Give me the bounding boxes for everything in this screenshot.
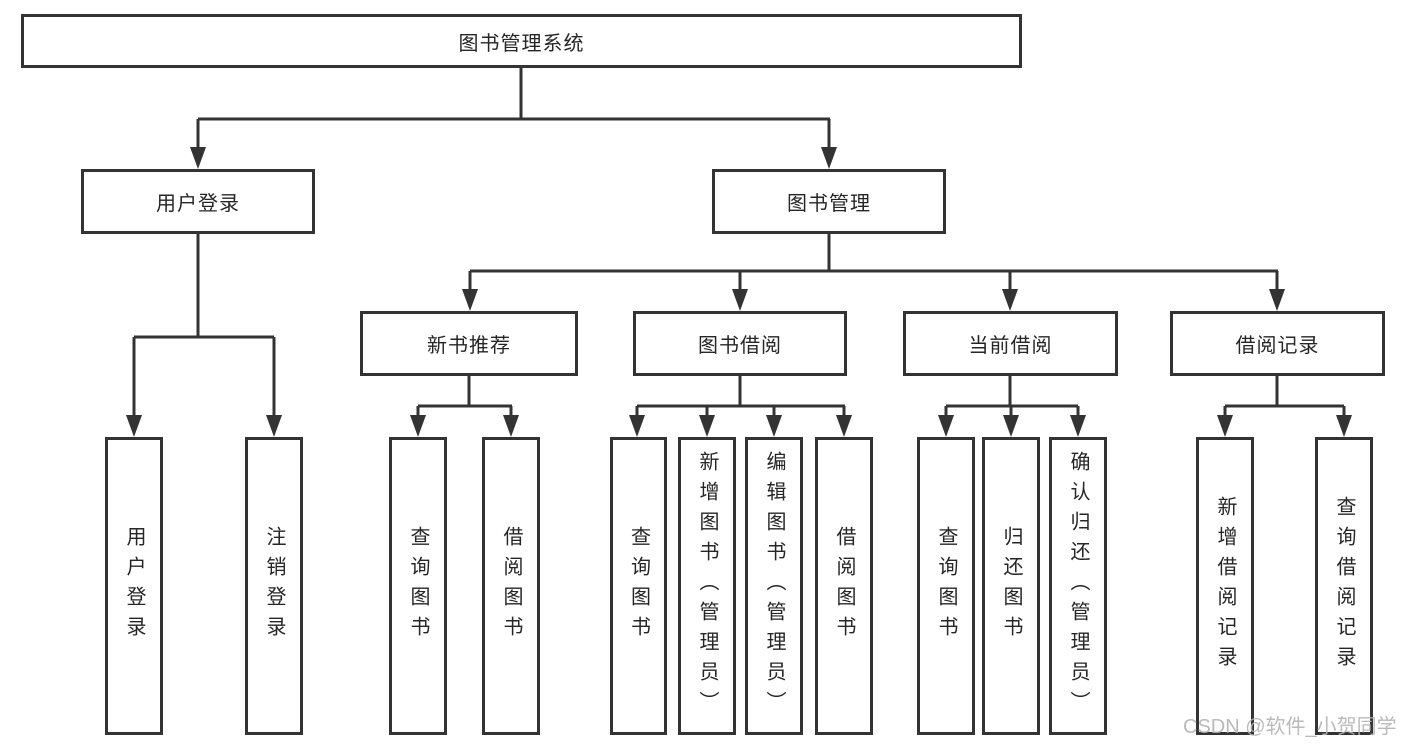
connector-user-login-bus <box>134 335 274 339</box>
connector-current-borrow-trunk <box>1008 376 1012 407</box>
arrow-down-icon <box>503 415 519 437</box>
leaf-label: 借阅图书 <box>500 526 522 646</box>
connector-drop-level3 <box>468 271 472 291</box>
connector-drop-leaf <box>635 406 639 418</box>
connector-drop-book-mgmt <box>827 119 831 150</box>
arrow-down-icon <box>938 415 954 437</box>
connector-drop-level3 <box>1275 271 1279 291</box>
connector-new-book-trunk <box>467 376 471 407</box>
leaf-label: 注销登录 <box>263 526 285 646</box>
connector-drop-leaf <box>772 406 776 418</box>
leaf-record-query-record: 查询借阅记录 <box>1315 437 1373 735</box>
node-user-login: 用户登录 <box>81 169 315 234</box>
node-new-book-rec: 新书推荐 <box>360 311 578 376</box>
node-root-label: 图书管理系统 <box>458 32 585 55</box>
arrow-down-icon <box>1217 415 1233 437</box>
leaf-label: 查询图书 <box>627 526 650 646</box>
node-root: 图书管理系统 <box>21 14 1022 68</box>
leaf-current-return-book: 归还图书 <box>982 437 1040 735</box>
connector-drop-user-login <box>196 119 200 150</box>
node-borrow-record-label: 借阅记录 <box>1235 335 1320 357</box>
leaf-current-confirm-return-admin: 确认归还（管理员） <box>1049 437 1107 735</box>
connector-drop-leaf <box>1342 406 1346 418</box>
connector-book-borrow-bus <box>637 404 845 408</box>
node-borrow-record: 借阅记录 <box>1170 311 1385 376</box>
arrow-down-icon <box>410 415 426 437</box>
connector-user-login-trunk <box>196 234 200 338</box>
connector-drop-level3 <box>738 271 742 291</box>
connector-borrow-record-trunk <box>1275 376 1279 407</box>
connector-book-mgmt-trunk <box>827 234 831 272</box>
leaf-label: 归还图书 <box>1000 526 1022 646</box>
leaf-label: 用户登录 <box>123 526 145 646</box>
arrow-down-icon <box>190 147 206 169</box>
arrow-down-icon <box>1269 289 1285 311</box>
leaf-user-login: 用户登录 <box>105 437 163 735</box>
leaf-label: 查询借阅记录 <box>1333 496 1355 676</box>
node-current-borrow: 当前借阅 <box>903 311 1118 376</box>
leaf-current-query-book: 查询图书 <box>917 437 975 735</box>
leaf-label: 确认归还（管理员） <box>1067 451 1089 721</box>
node-current-borrow-label: 当前借阅 <box>968 335 1053 357</box>
leaf-borrow-add-book-admin: 新增图书（管理员） <box>678 437 736 735</box>
leaf-borrow-query-book: 查询图书 <box>610 437 667 735</box>
arrow-down-icon <box>766 415 782 437</box>
arrow-down-icon <box>629 415 645 437</box>
connector-drop-leaf <box>1076 406 1080 418</box>
connector-drop-leaf <box>272 337 276 417</box>
leaf-borrow-borrow-book: 借阅图书 <box>815 437 873 735</box>
leaf-logout-login: 注销登录 <box>245 437 303 735</box>
connector-book-borrow-trunk <box>738 376 742 407</box>
node-book-mgmt: 图书管理 <box>712 169 946 234</box>
node-new-book-rec-label: 新书推荐 <box>427 335 511 357</box>
leaf-label: 编辑图书（管理员） <box>763 451 785 721</box>
connector-drop-leaf <box>1009 406 1013 418</box>
leaf-label: 查询图书 <box>935 526 957 646</box>
arrow-down-icon <box>699 415 715 437</box>
connector-drop-level3 <box>1008 271 1012 291</box>
connector-drop-leaf <box>509 406 513 418</box>
leaf-label: 借阅图书 <box>833 526 855 646</box>
leaf-label: 查询图书 <box>407 526 429 646</box>
arrow-down-icon <box>1070 415 1086 437</box>
arrow-down-icon <box>732 289 748 311</box>
leaf-newbook-query-book: 查询图书 <box>389 437 447 735</box>
leaf-label: 新增借阅记录 <box>1214 496 1236 676</box>
connector-new-book-bus <box>418 404 512 408</box>
node-user-login-label: 用户登录 <box>156 193 240 215</box>
watermark: CSDN @软件_小贺同学 <box>1183 716 1397 738</box>
leaf-label: 新增图书（管理员） <box>696 451 718 721</box>
connector-drop-leaf <box>842 406 846 418</box>
arrow-down-icon <box>836 415 852 437</box>
connector-level2-bus <box>198 117 830 121</box>
leaf-record-add-record: 新增借阅记录 <box>1196 437 1254 735</box>
arrow-down-icon <box>1003 415 1019 437</box>
connector-drop-leaf <box>1223 406 1227 418</box>
connector-drop-leaf <box>132 337 136 417</box>
connector-drop-leaf <box>705 406 709 418</box>
leaf-newbook-borrow-book: 借阅图书 <box>482 437 540 735</box>
leaf-borrow-edit-book-admin: 编辑图书（管理员） <box>745 437 803 735</box>
arrow-down-icon <box>821 147 837 169</box>
node-book-mgmt-label: 图书管理 <box>787 193 871 215</box>
arrow-down-icon <box>462 289 478 311</box>
connector-root-trunk <box>519 68 523 120</box>
connector-drop-leaf <box>416 406 420 418</box>
arrow-down-icon <box>126 415 142 437</box>
connector-drop-leaf <box>944 406 948 418</box>
connector-level3-bus <box>470 269 1278 273</box>
arrow-down-icon <box>1336 415 1352 437</box>
node-book-borrow: 图书借阅 <box>633 311 847 376</box>
arrow-down-icon <box>1002 289 1018 311</box>
node-book-borrow-label: 图书借阅 <box>698 335 782 357</box>
connector-borrow-record-bus <box>1225 404 1344 408</box>
arrow-down-icon <box>266 415 282 437</box>
